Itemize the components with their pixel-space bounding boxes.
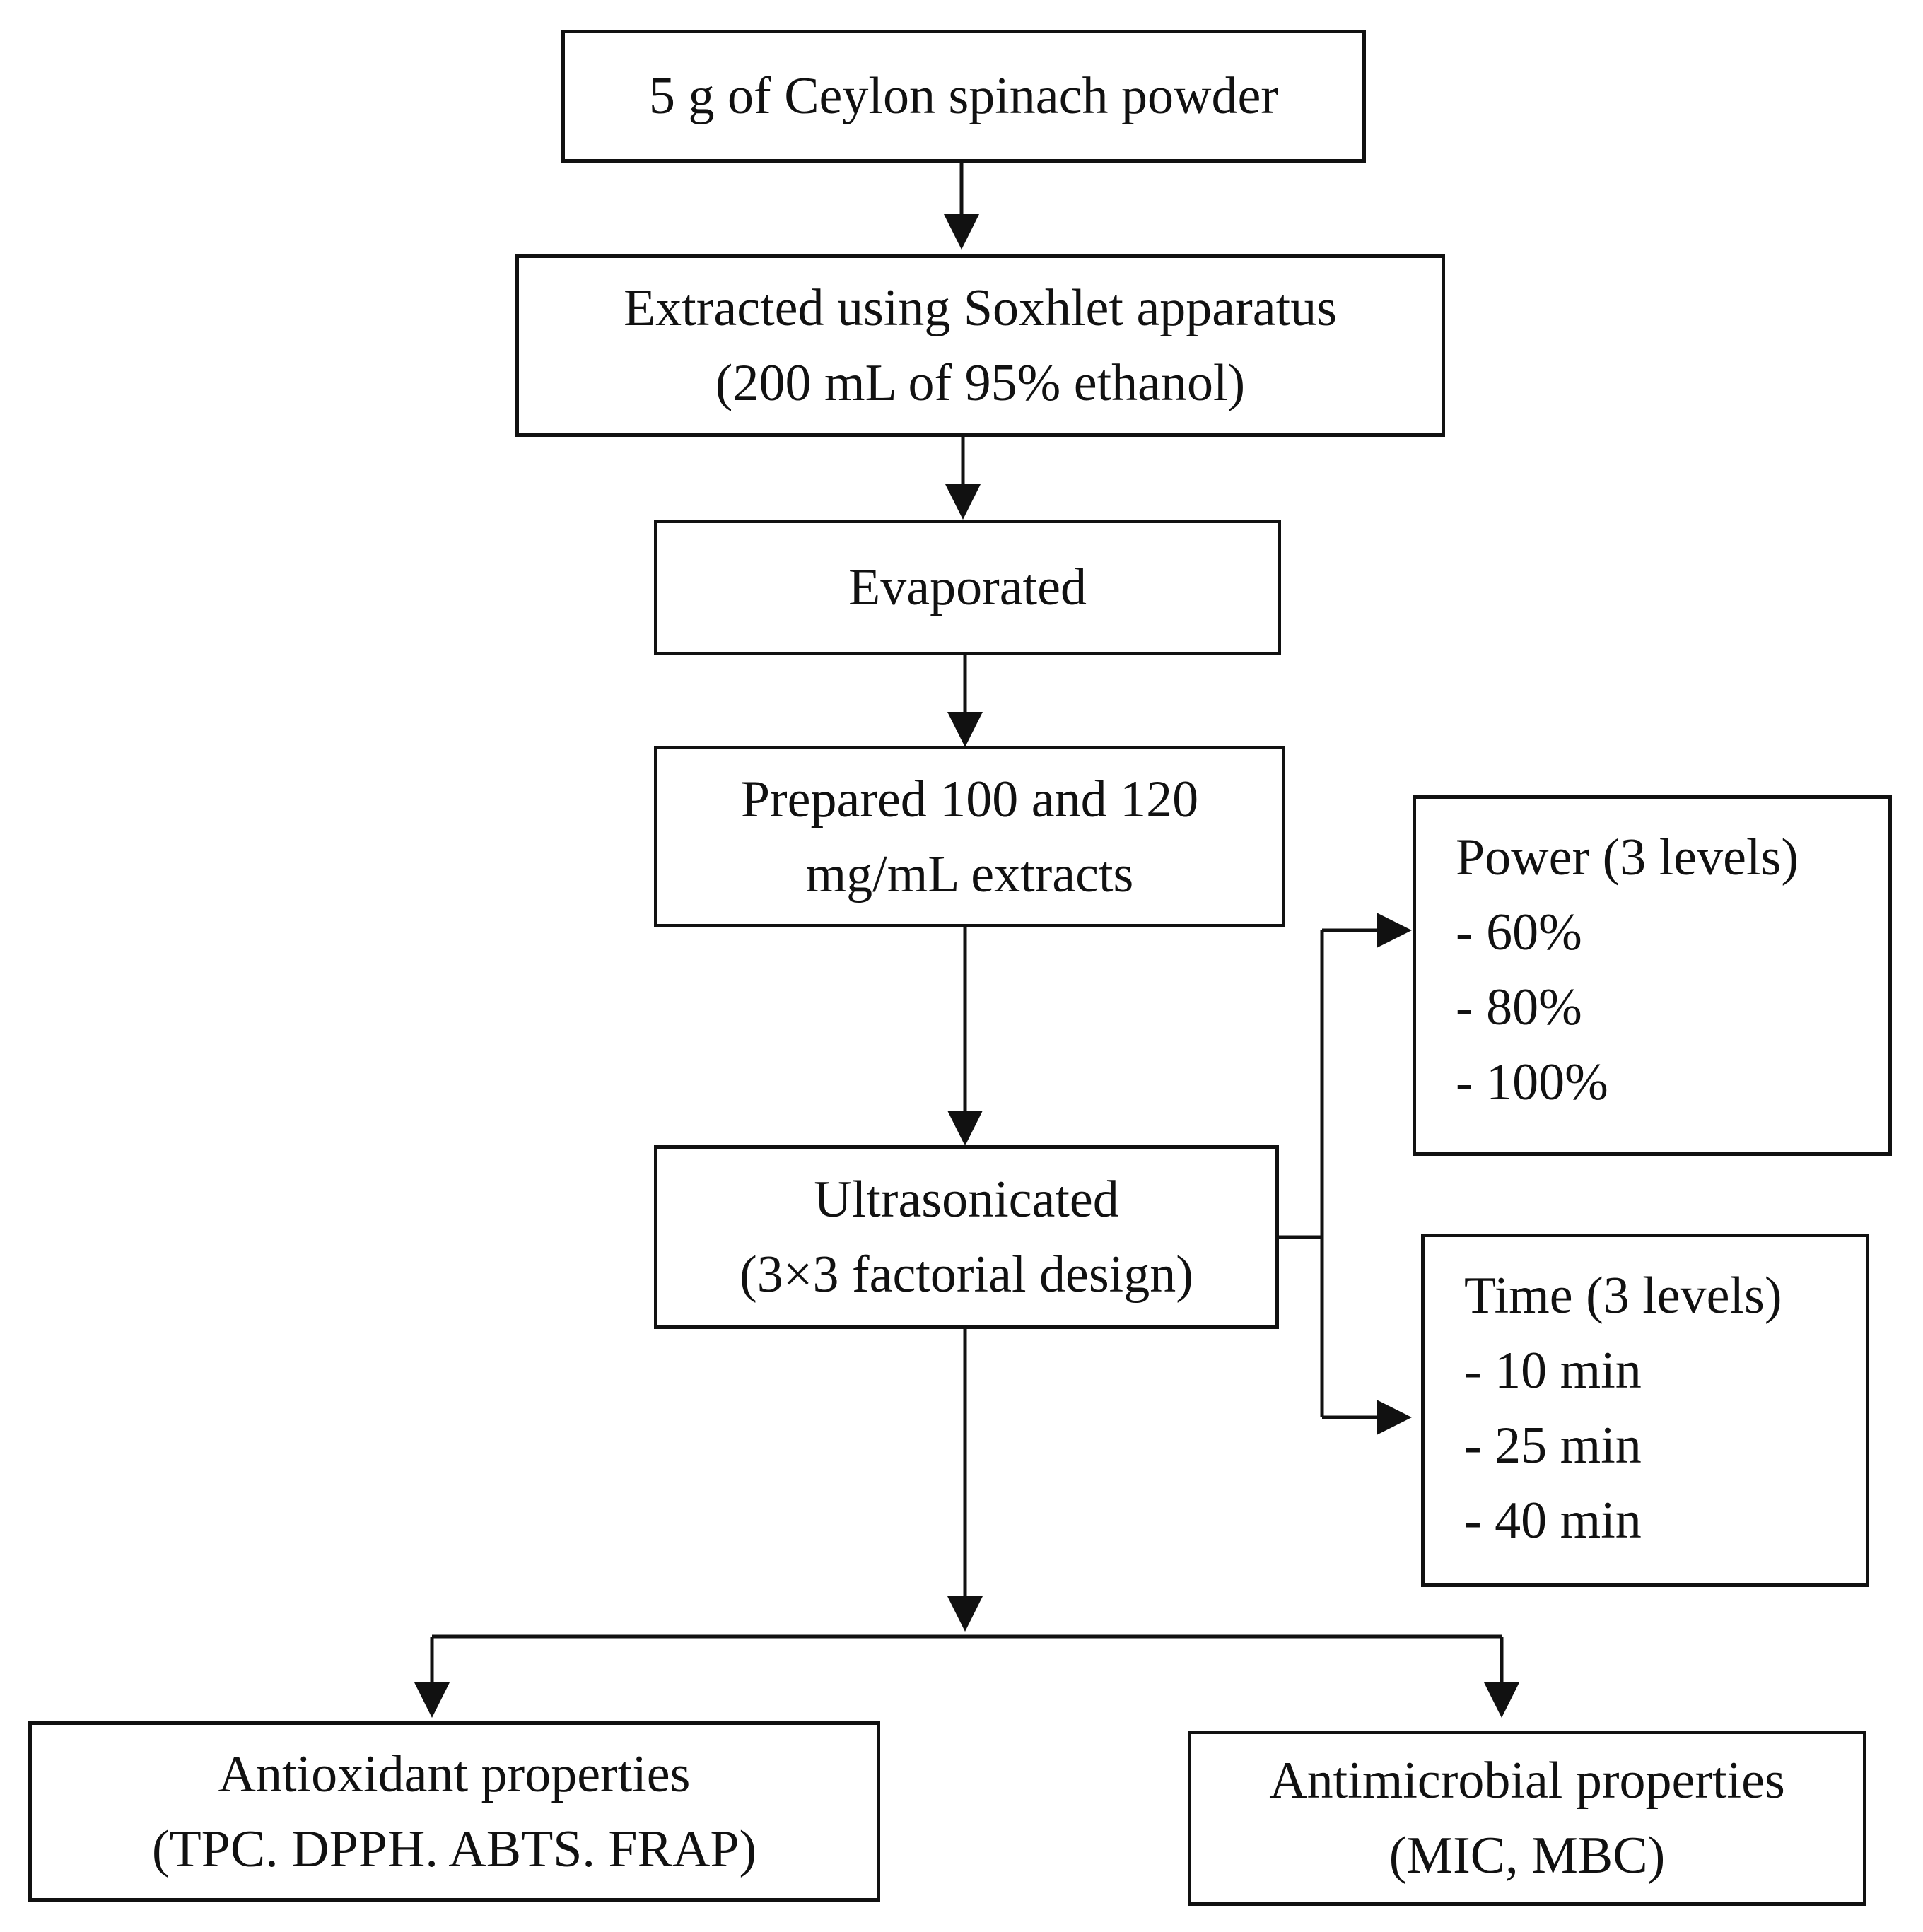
node-time-line-1: Time (3 levels) (1464, 1267, 1782, 1325)
node-antioxidant-line-1: Antioxidant properties (218, 1745, 691, 1803)
node-antioxidant-line-2: (TPC. DPPH. ABTS. FRAP) (151, 1820, 757, 1878)
node-prepared-line-2: mg/mL extracts (805, 845, 1134, 903)
node-soxhlet: Extracted using Soxhlet apparatus (200 m… (515, 254, 1445, 437)
node-ultrasonicated-line-1: Ultrasonicated (814, 1171, 1119, 1229)
node-prepared-line-1: Prepared 100 and 120 (740, 770, 1199, 829)
node-soxhlet-line-1: Extracted using Soxhlet apparatus (623, 279, 1337, 337)
node-power: Power (3 levels) - 60% - 80% - 100% (1413, 795, 1892, 1156)
node-ultrasonicated-line-2: (3×3 factorial design) (740, 1246, 1193, 1304)
node-power-line-2: - 60% (1456, 903, 1582, 961)
node-evaporated: Evaporated (654, 520, 1281, 655)
node-time-line-2: - 10 min (1464, 1342, 1642, 1400)
node-antimicrobial-line-2: (MIC, MBC) (1389, 1827, 1666, 1885)
node-power-line-1: Power (3 levels) (1456, 829, 1799, 886)
node-prepared: Prepared 100 and 120 mg/mL extracts (654, 746, 1285, 927)
node-power-line-3: - 80% (1456, 978, 1582, 1036)
node-antimicrobial-line-1: Antimicrobial properties (1269, 1752, 1785, 1810)
node-ultrasonicated: Ultrasonicated (3×3 factorial design) (654, 1145, 1279, 1329)
node-antimicrobial: Antimicrobial properties (MIC, MBC) (1188, 1731, 1866, 1906)
node-evaporated-line-1: Evaporated (848, 558, 1087, 616)
node-power-line-4: - 100% (1456, 1053, 1608, 1111)
node-powder: 5 g of Ceylon spinach powder (561, 30, 1366, 163)
node-soxhlet-line-2: (200 mL of 95% ethanol) (715, 354, 1246, 412)
node-time: Time (3 levels) - 10 min - 25 min - 40 m… (1421, 1234, 1869, 1587)
node-powder-line-1: 5 g of Ceylon spinach powder (649, 67, 1278, 125)
node-antioxidant: Antioxidant properties (TPC. DPPH. ABTS.… (28, 1721, 880, 1902)
node-time-line-3: - 25 min (1464, 1417, 1642, 1475)
node-time-line-4: - 40 min (1464, 1492, 1642, 1550)
